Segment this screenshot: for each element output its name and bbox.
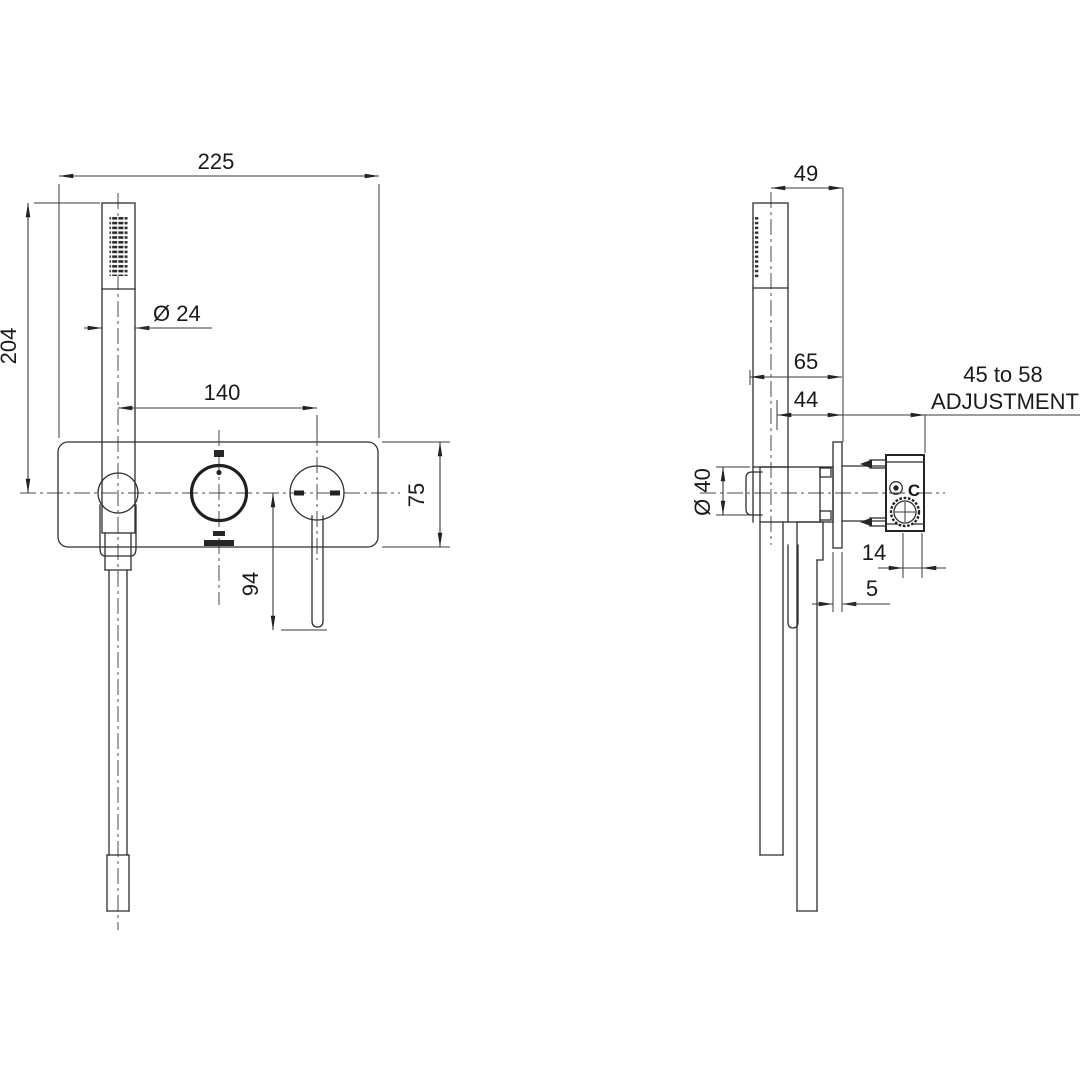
dim-plate-height-label: 75 xyxy=(404,483,429,507)
dim-width-label: 225 xyxy=(198,149,235,174)
dim-projection-handle-44: 44 xyxy=(776,387,842,430)
handshower-holder-side xyxy=(745,466,834,523)
dim-holder-diameter-40: Ø 40 xyxy=(690,466,750,516)
inlet-stub-top xyxy=(869,459,887,469)
valve-body: C xyxy=(860,454,925,532)
dim-outlet-spacing-label: 140 xyxy=(204,380,241,405)
indicator-ring xyxy=(889,481,903,495)
dim-centre-offset-49: 49 xyxy=(771,161,843,191)
mixer-front xyxy=(289,465,345,628)
handshower-front xyxy=(101,202,136,534)
dim-projection-total-65: 65 xyxy=(749,349,842,385)
dim-holder-diameter-label: Ø 40 xyxy=(690,468,715,516)
dim-plate-height-75: 75 xyxy=(382,441,450,548)
dim-width-225: 225 xyxy=(58,149,380,438)
mixer-lever-side xyxy=(787,544,799,629)
front-view: 225 204 Ø 24 140 75 xyxy=(0,149,450,930)
hose-front xyxy=(104,532,132,912)
adjustment-knob xyxy=(889,496,921,528)
dim-lever-length-label: 94 xyxy=(238,572,263,596)
dim-cartridge-label: 14 xyxy=(862,540,886,565)
side-view: C 49 65 xyxy=(690,161,1080,912)
thermostat-dial-front xyxy=(189,450,249,546)
wall-plate-side xyxy=(832,441,843,549)
dim-height-204: 204 xyxy=(0,202,100,493)
dim-adjustment-text-label: ADJUSTMENT xyxy=(931,389,1079,414)
dim-centre-offset-label: 49 xyxy=(794,161,818,186)
dim-outlet-spacing-140: 140 xyxy=(118,380,318,438)
dim-handshower-diameter-label: Ø 24 xyxy=(153,301,201,326)
dim-plate-thickness-label: 5 xyxy=(866,576,878,601)
dim-projection-total-label: 65 xyxy=(794,349,818,374)
dim-adjustment-range-label: 45 to 58 xyxy=(963,362,1043,387)
mixer-lever-front xyxy=(311,515,324,628)
hose-elbow-side xyxy=(796,521,824,561)
inlet-stub-bottom xyxy=(869,517,887,527)
dim-height-label: 204 xyxy=(0,328,21,365)
wall-plate-front xyxy=(57,441,379,548)
dim-plate-thickness-5: 5 xyxy=(812,552,890,612)
dim-handshower-diameter: Ø 24 xyxy=(84,301,212,331)
spray-face-side xyxy=(753,216,759,278)
handshower-holder-front xyxy=(97,472,139,557)
hose-and-lever-side xyxy=(759,521,824,912)
dim-projection-handle-label: 44 xyxy=(794,387,818,412)
valve-marking-label: C xyxy=(908,481,920,500)
spray-face-front xyxy=(109,216,128,276)
dim-cartridge-14: 14 xyxy=(862,533,946,578)
dim-lever-length-94: 94 xyxy=(238,493,327,631)
dim-adjustment: 45 to 58 ADJUSTMENT xyxy=(842,362,1080,453)
